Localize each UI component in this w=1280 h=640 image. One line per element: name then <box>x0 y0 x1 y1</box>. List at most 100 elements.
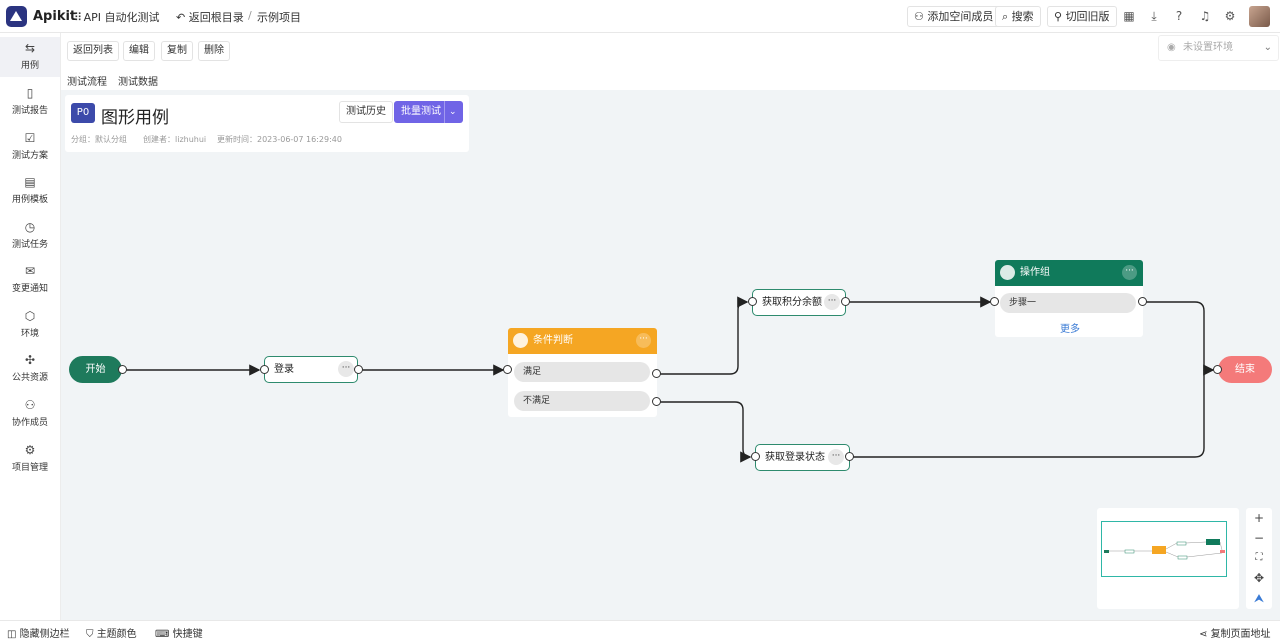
input-port[interactable] <box>751 452 760 461</box>
priority-badge: P0 <box>71 103 95 123</box>
avatar[interactable] <box>1249 6 1270 27</box>
old-version-button[interactable]: ⚲ 切回旧版 <box>1047 6 1117 27</box>
bottom-bar: ◫ 隐藏侧边栏 ⛉ 主题颜色 ⌨ 快捷键 ⋖ 复制页面地址 <box>0 620 1280 640</box>
get-login-state-node[interactable]: 获取登录状态 ··· <box>755 444 850 471</box>
input-port[interactable] <box>990 297 999 306</box>
zoom-in-icon[interactable]: + <box>1253 511 1265 525</box>
sidebar-item-plans[interactable]: ☑测试方案 <box>0 127 60 167</box>
get-points-node[interactable]: 获取积分余额 ··· <box>752 289 846 316</box>
shortcuts-button[interactable]: ⌨ 快捷键 <box>155 625 203 640</box>
zoom-out-icon[interactable]: − <box>1253 531 1265 545</box>
condition-branch-yes[interactable]: 满足 <box>514 362 650 382</box>
group-more-link[interactable]: 更多 <box>1060 324 1080 335</box>
condition-branch-no[interactable]: 不满足 <box>514 391 650 411</box>
delete-button[interactable]: 删除 <box>198 41 230 61</box>
end-node[interactable]: 结束 <box>1218 356 1272 383</box>
environment-select[interactable]: ◉ 未设置环境 ⌄ <box>1158 35 1279 61</box>
sidebar-item-label: 用例模板 <box>11 195 48 205</box>
input-port[interactable] <box>748 297 757 306</box>
more-icon[interactable]: ··· <box>824 294 840 310</box>
pointer-icon[interactable]: ⮝ <box>1253 591 1265 605</box>
minimap-preview <box>1104 539 1225 560</box>
output-port[interactable] <box>1138 297 1147 306</box>
hide-sidebar-button[interactable]: ◫ 隐藏侧边栏 <box>7 625 70 640</box>
condition-node[interactable]: 条件判断 ··· 满足 不满足 <box>508 328 657 417</box>
sidebar-item-notifications[interactable]: ✉ 变更通知 <box>0 260 60 300</box>
sidebar-item-label: 测试任务 <box>11 240 48 250</box>
help-icon[interactable]: ? <box>1175 9 1183 23</box>
logo[interactable]: Apikit <box>6 6 76 27</box>
sidebar-item-members[interactable]: ⚇协作成员 <box>0 394 60 434</box>
condition-header: 条件判断 ··· <box>508 328 657 354</box>
sidebar-item-project-settings[interactable]: ⚙项目管理 <box>0 439 60 479</box>
sidebar-item-tasks[interactable]: ◷ 测试任务 <box>0 216 60 256</box>
sidebar-item-label: 变更通知 <box>11 284 48 294</box>
more-icon[interactable]: ··· <box>338 361 354 377</box>
sidebar-item-templates[interactable]: ▤用例模板 <box>0 171 60 211</box>
add-member-button[interactable]: ⚇ 添加空间成员 <box>907 6 1001 27</box>
copy-url-button[interactable]: ⋖ 复制页面地址 <box>1199 625 1271 640</box>
logo-text: Apikit <box>33 9 77 24</box>
batch-test-button[interactable]: 批量测试 ⌄ <box>394 101 463 123</box>
download-icon[interactable]: ⤓ <box>1151 9 1157 23</box>
sidebar-item-environment[interactable]: ⬡环境 <box>0 305 60 345</box>
chevron-down-icon[interactable]: ⌄ <box>449 107 457 117</box>
zoom-controls: + − ⛶ ✥ ⮝ <box>1246 508 1272 609</box>
search-icon: ⌕ <box>1002 10 1012 23</box>
fit-view-icon[interactable]: ⛶ <box>1255 552 1263 563</box>
settings-icon[interactable]: ⚙ <box>1224 9 1236 23</box>
chevron-down-icon: ⌄ <box>1263 42 1272 53</box>
copy-button[interactable]: 复制 <box>161 41 193 61</box>
input-port[interactable] <box>260 365 269 374</box>
pan-icon[interactable]: ✥ <box>1253 571 1265 585</box>
back-root-link[interactable]: ↶ 返回根目录 <box>176 9 244 25</box>
share-icon: ⋖ <box>1199 629 1211 640</box>
sidebar-item-resources[interactable]: ✣公共资源 <box>0 349 60 389</box>
more-icon[interactable]: ··· <box>636 333 651 348</box>
test-history-button[interactable]: 测试历史 <box>339 101 393 123</box>
calendar-icon[interactable]: ▦ <box>1123 9 1135 23</box>
output-port[interactable] <box>118 365 127 374</box>
sidebar-item-cases[interactable]: ⇆ 用例 <box>0 37 60 77</box>
minimap-viewport[interactable] <box>1101 521 1227 577</box>
output-port[interactable] <box>845 452 854 461</box>
condition-title: 条件判断 <box>533 335 573 346</box>
output-port[interactable] <box>841 297 850 306</box>
environment-placeholder: 未设置环境 <box>1183 42 1233 53</box>
minimap[interactable] <box>1097 508 1239 609</box>
theme-color-button[interactable]: ⛉ 主题颜色 <box>86 625 137 640</box>
output-port[interactable] <box>652 369 661 378</box>
more-icon[interactable]: ··· <box>1122 265 1137 280</box>
sidebar-item-label: 用例 <box>20 61 39 71</box>
input-port[interactable] <box>503 365 512 374</box>
button-divider <box>444 101 445 123</box>
project-switcher[interactable]: ⠿ API 自动化测试 <box>74 9 159 25</box>
shortcuts-label: 快捷键 <box>172 629 203 640</box>
keyboard-icon: ⌨ <box>155 629 173 640</box>
output-port[interactable] <box>354 365 363 374</box>
back-list-button[interactable]: 返回列表 <box>67 41 119 61</box>
cube-icon: ⬡ <box>24 309 36 323</box>
output-port[interactable] <box>652 397 661 406</box>
more-icon[interactable]: ··· <box>828 449 844 465</box>
bell-icon[interactable]: ♫ <box>1199 9 1211 23</box>
input-port[interactable] <box>1213 365 1222 374</box>
tab-data[interactable]: 测试数据 <box>118 77 158 88</box>
timer-icon: ◷ <box>24 220 36 234</box>
group-step[interactable]: 步骤一 <box>1000 293 1136 313</box>
edit-button[interactable]: 编辑 <box>123 41 155 61</box>
breadcrumb-project[interactable]: 示例项目 <box>257 11 301 24</box>
sliders-icon: ⇆ <box>24 41 36 55</box>
logo-icon <box>6 6 27 27</box>
operation-group-node[interactable]: 操作组 ··· 步骤一 更多 <box>995 260 1143 337</box>
sidebar-item-reports[interactable]: ▯测试报告 <box>0 82 60 122</box>
start-node[interactable]: 开始 <box>69 356 122 383</box>
pin-icon: ⚲ <box>1054 10 1066 23</box>
node-label: 获取积分余额 <box>762 297 822 308</box>
old-version-label: 切回旧版 <box>1065 10 1110 23</box>
login-node[interactable]: 登录 ··· <box>264 356 358 383</box>
search-button[interactable]: ⌕ 搜索 <box>995 6 1041 27</box>
back-root-label: 返回根目录 <box>188 11 244 24</box>
grid-icon: ⠿ <box>74 11 84 24</box>
mail-icon: ✉ <box>24 264 36 278</box>
